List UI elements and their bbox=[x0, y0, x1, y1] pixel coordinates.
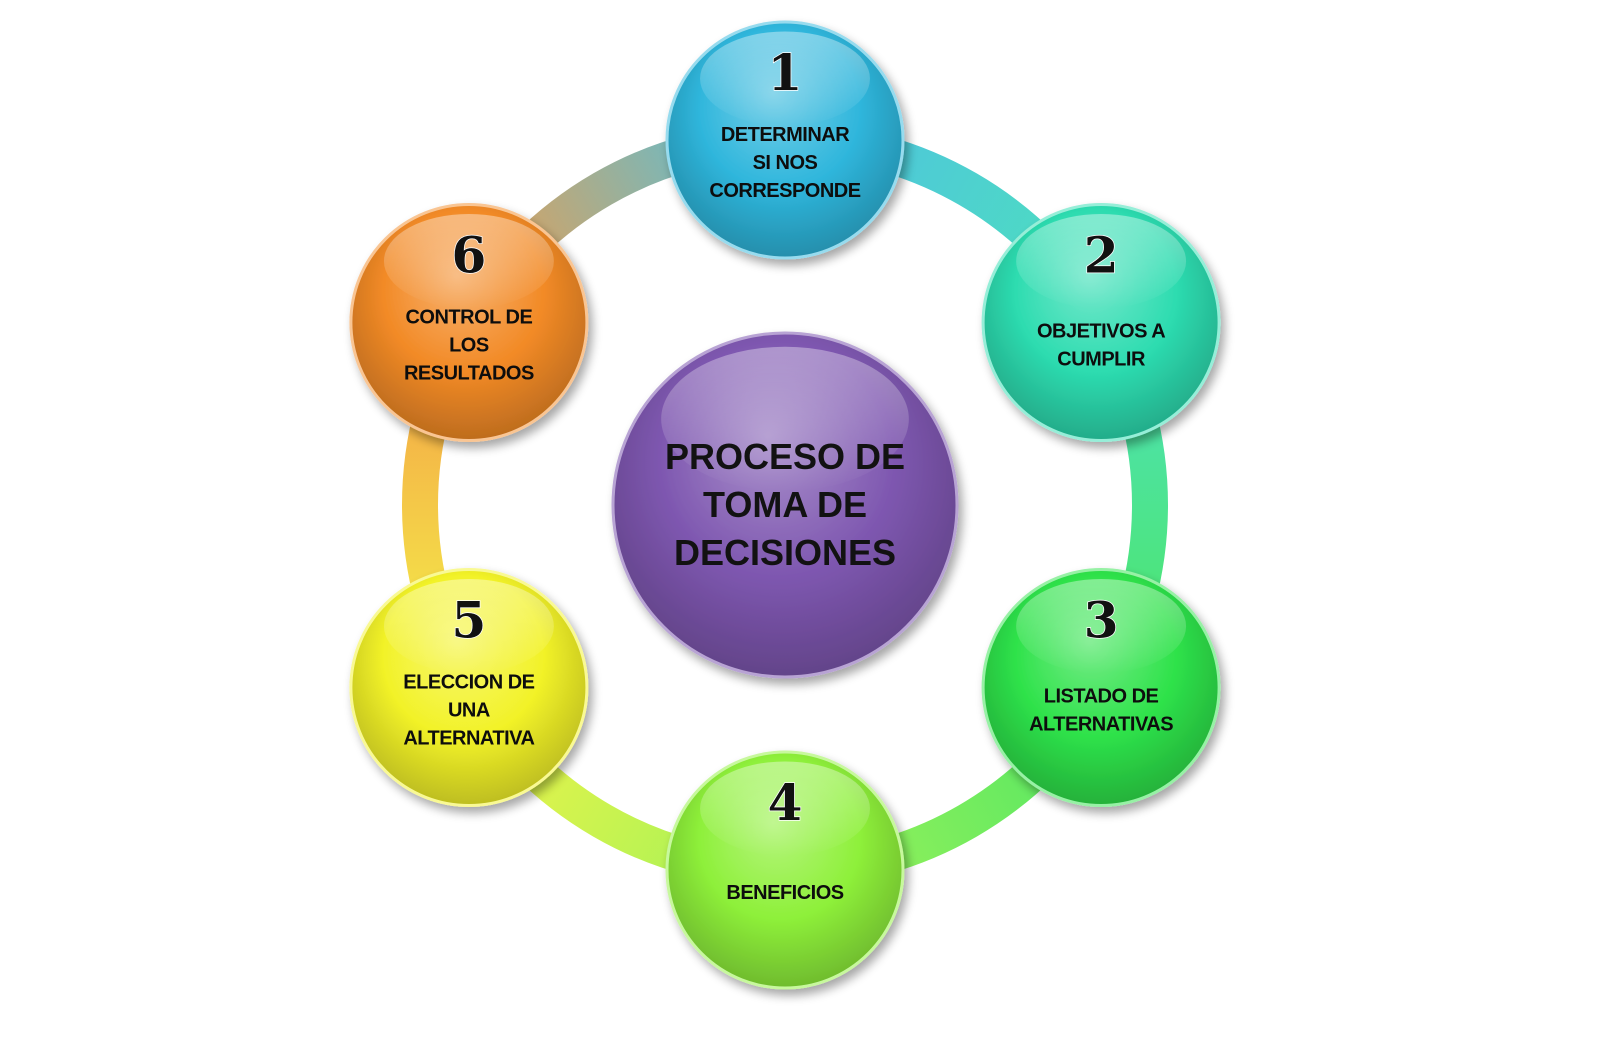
center-gloss bbox=[661, 346, 909, 492]
step-number: 4 bbox=[768, 773, 803, 832]
step-label-line: OBJETIVOS A bbox=[1037, 321, 1165, 343]
step-label-line: CONTROL DE bbox=[405, 307, 532, 329]
step-gloss bbox=[700, 761, 870, 856]
step-label-line: UNA bbox=[448, 700, 490, 722]
step-label-line: ALTERNATIVA bbox=[403, 728, 534, 750]
step-label-line: RESULTADOS bbox=[404, 363, 534, 385]
step-number: 6 bbox=[452, 226, 487, 285]
step-number: 3 bbox=[1084, 591, 1119, 650]
center-title-line: DECISIONES bbox=[674, 532, 896, 573]
step-label-line: SI NOS bbox=[753, 152, 818, 174]
step-label-line: LOS bbox=[449, 335, 489, 357]
step-label-line: DETERMINAR bbox=[721, 124, 850, 146]
step-gloss bbox=[700, 31, 870, 126]
center-node: PROCESO DE TOMA DE DECISIONES bbox=[611, 331, 959, 679]
step-number: 1 bbox=[768, 43, 803, 102]
step-gloss bbox=[1016, 578, 1187, 674]
center-title-line: PROCESO DE bbox=[665, 436, 905, 477]
step-label-line: ELECCION DE bbox=[403, 672, 534, 694]
step-label-line: CORRESPONDE bbox=[709, 180, 860, 202]
step-gloss bbox=[383, 213, 554, 309]
center-title-line: TOMA DE bbox=[703, 484, 867, 525]
step-number: 2 bbox=[1084, 226, 1119, 285]
step-label-line: BENEFICIOS bbox=[726, 882, 843, 904]
step-number: 5 bbox=[452, 591, 487, 650]
step-gloss bbox=[383, 578, 554, 674]
step-label-line: CUMPLIR bbox=[1057, 349, 1146, 371]
step-gloss bbox=[1016, 213, 1187, 309]
step-label-line: ALTERNATIVAS bbox=[1029, 714, 1173, 736]
step-label-line: LISTADO DE bbox=[1044, 686, 1159, 708]
